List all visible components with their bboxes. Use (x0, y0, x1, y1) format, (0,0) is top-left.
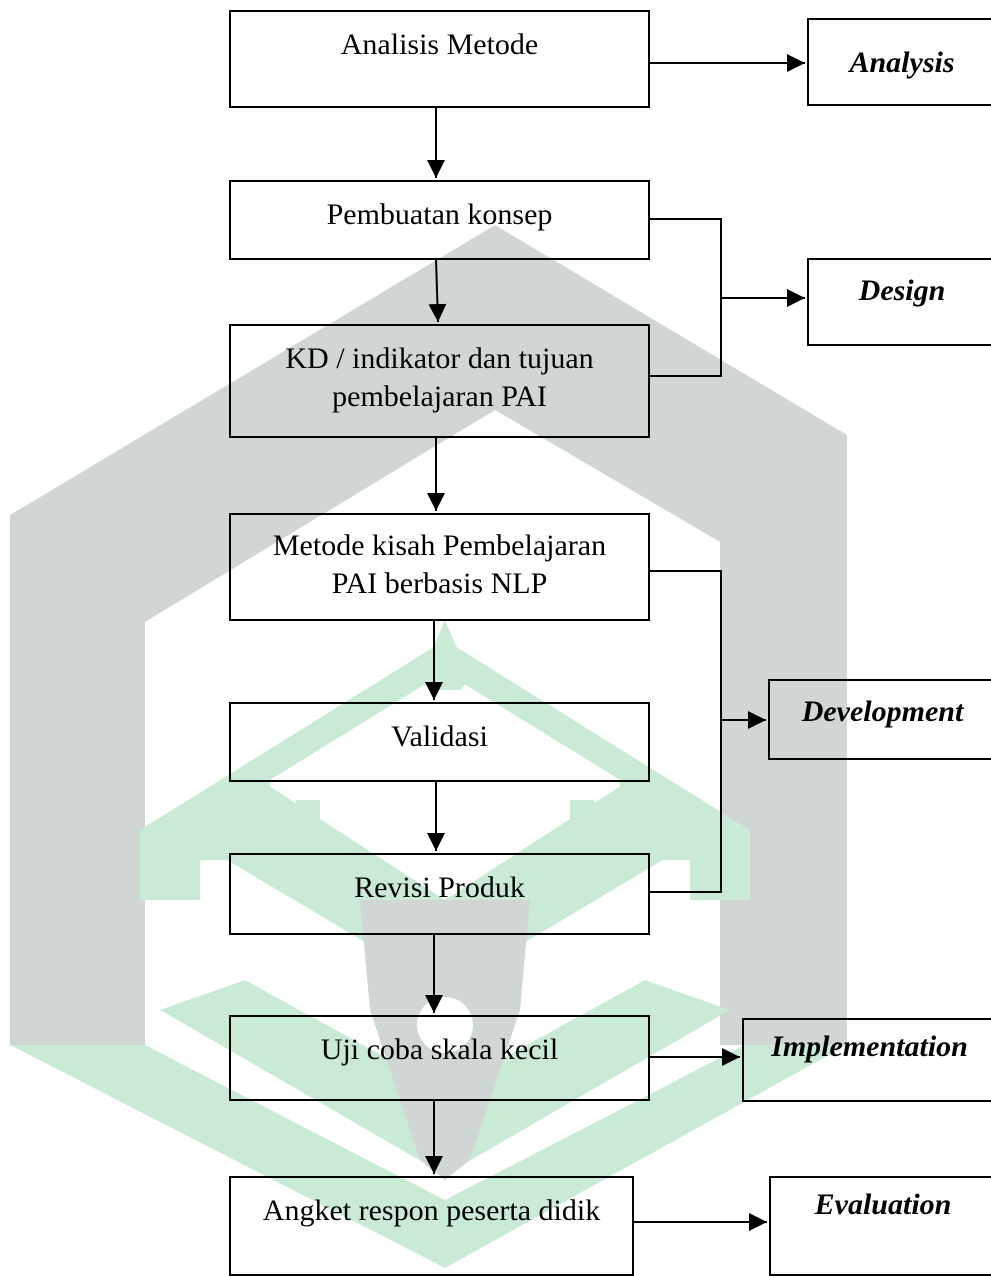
stage-implementation-label: Implementation (771, 1030, 968, 1063)
step-kd-indikator: KD / indikator dan tujuan pembelajaran P… (229, 324, 650, 438)
step-validasi: Validasi (229, 702, 650, 782)
stage-evaluation: Evaluation (769, 1176, 991, 1276)
step-metode-line1: Metode kisah Pembelajaran (272, 529, 607, 562)
step-angket-label: Angket respon peserta didik (262, 1194, 601, 1227)
step-uji-label: Uji coba skala kecil (320, 1033, 559, 1066)
bracket-design (649, 218, 722, 377)
stage-design: Design (807, 258, 991, 346)
step-metode-line2: PAI berbasis NLP (331, 567, 548, 600)
stage-design-label: Design (858, 274, 946, 307)
step-metode-kisah: Metode kisah Pembelajaran PAI berbasis N… (229, 513, 650, 621)
bracket-development (649, 570, 722, 893)
step-validasi-label: Validasi (391, 720, 488, 753)
step-pembuatan-konsep: Pembuatan konsep (229, 180, 650, 260)
step-analisis-metode: Analisis Metode (229, 10, 650, 108)
step-revisi-label: Revisi Produk (354, 871, 525, 904)
stage-implementation: Implementation (742, 1018, 991, 1102)
stage-development-label: Development (801, 695, 964, 728)
arrow-konsep-kd (428, 258, 447, 323)
stage-development: Development (768, 679, 991, 760)
step-revisi-produk: Revisi Produk (229, 853, 650, 935)
stage-analysis-label: Analysis (849, 46, 955, 79)
stage-analysis: Analysis (807, 18, 991, 106)
step-uji-coba: Uji coba skala kecil (229, 1015, 650, 1101)
step-angket-respon: Angket respon peserta didik (229, 1176, 634, 1276)
step-konsep-label: Pembuatan konsep (326, 198, 553, 231)
step-analisis-label: Analisis Metode (340, 28, 539, 61)
step-kd-line1: KD / indikator dan tujuan (285, 342, 594, 375)
step-kd-line2: pembelajaran PAI (332, 380, 547, 413)
stage-evaluation-label: Evaluation (814, 1188, 952, 1221)
